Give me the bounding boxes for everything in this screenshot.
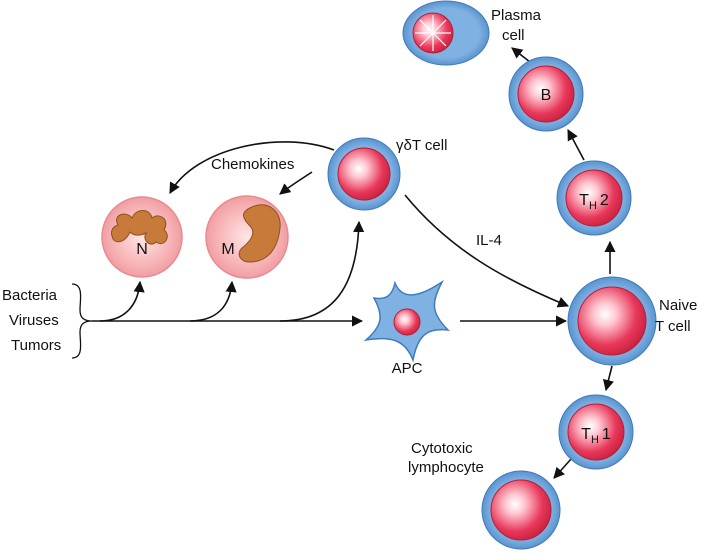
neutrophil-cell: N: [101, 196, 183, 278]
plasma-cell-label-line1: Plasma: [491, 7, 542, 24]
chemokines-label: Chemokines: [211, 156, 294, 173]
arrow-triggers-to-neutrophil: [99, 280, 145, 322]
arrow-chemokines-to-macrophage: [279, 171, 313, 195]
gamma-delta-t-cell-label: γδT cell: [396, 137, 447, 154]
arrow-th1-to-cytotoxic: [553, 457, 573, 479]
il4-label: IL-4: [476, 232, 502, 249]
cytotoxic-label-line2: lymphocyte: [408, 459, 484, 476]
plasma-cell-label-line2: cell: [502, 27, 525, 44]
plasma-cell: [402, 0, 490, 66]
naive-t-cell-label-line2: T cell: [655, 318, 691, 335]
arrow-b-to-plasma: [511, 47, 531, 63]
apc-label: APC: [392, 360, 423, 377]
trigger-tumors: Tumors: [11, 337, 61, 354]
trigger-bacteria: Bacteria: [2, 287, 58, 304]
arrow-naive-t-to-th1: [603, 365, 614, 392]
arrow-chemokines-to-neutrophil: [169, 141, 335, 194]
neutrophil-label: N: [136, 241, 148, 258]
naive-t-cell: [567, 276, 657, 366]
arrow-th2-to-b: [567, 129, 585, 161]
gamma-delta-t-cell: [327, 137, 401, 211]
arrows: [92, 47, 616, 479]
arrow-gamma-delta-t-to-naive-t: [404, 194, 570, 308]
cytotoxic-label-line1: Cytotoxic: [411, 440, 473, 457]
naive-t-cell-label-line1: Naive: [659, 297, 697, 314]
b-cell-label: B: [541, 87, 552, 104]
macrophage-label: M: [221, 241, 234, 258]
cytotoxic-lymphocyte-cell: [481, 470, 561, 550]
macrophage-nucleus: [238, 204, 281, 263]
plasma-cell-spokes-icon: [415, 15, 451, 51]
trigger-viruses: Viruses: [9, 312, 59, 329]
b-cell: B: [508, 56, 584, 132]
arrow-triggers-to-macrophage: [189, 280, 237, 322]
triggers-brace: [71, 283, 93, 359]
apc-cell: [363, 279, 451, 363]
arrow-triggers-to-gamma-delta-t: [279, 220, 365, 322]
neutrophil-nucleus: [111, 210, 168, 245]
macrophage-cell: M: [205, 195, 289, 279]
